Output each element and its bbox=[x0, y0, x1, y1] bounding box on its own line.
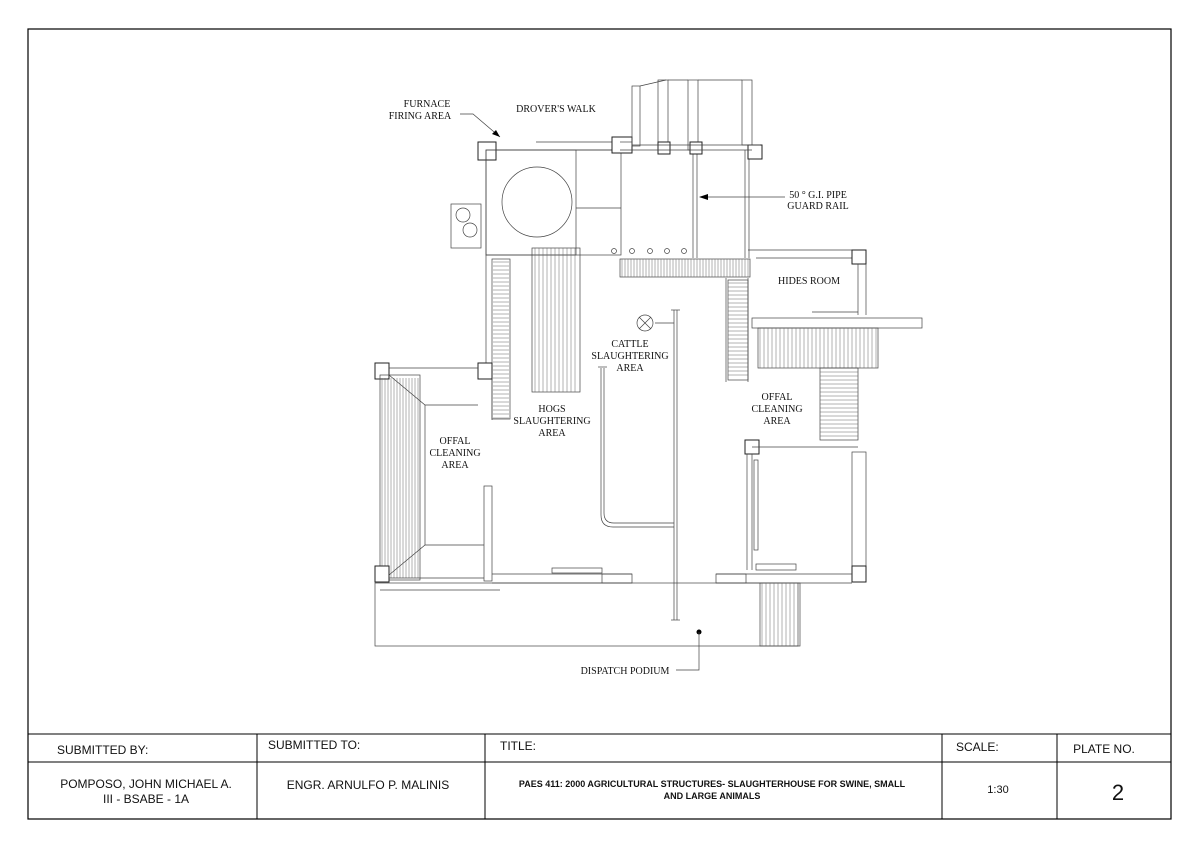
offal-right-label-line3: AREA bbox=[763, 416, 791, 427]
hogs-label-line3: AREA bbox=[538, 428, 566, 439]
submitted-by-label: SUBMITTED BY: bbox=[57, 743, 148, 757]
offal-left-label-line1: OFFAL bbox=[440, 436, 471, 447]
cattle-label-line1: CATTLE bbox=[611, 339, 648, 350]
dispatch-label: DISPATCH PODIUM bbox=[581, 666, 670, 677]
hogs-label-line1: HOGS bbox=[538, 404, 565, 415]
cattle-label-line2: SLAUGHTERING bbox=[591, 351, 668, 362]
title-line1: PAES 411: 2000 AGRICULTURAL STRUCTURES- … bbox=[519, 779, 906, 789]
hog-conveyor bbox=[491, 247, 581, 420]
hook-circles bbox=[611, 248, 687, 254]
scale-label: SCALE: bbox=[956, 740, 999, 754]
hogs-label-line2: SLAUGHTERING bbox=[513, 416, 590, 427]
furnace-block bbox=[450, 136, 633, 256]
submitted-to-label: SUBMITTED TO: bbox=[268, 738, 360, 752]
hides-room-label: HIDES ROOM bbox=[778, 276, 840, 287]
offal-right-label-line1: OFFAL bbox=[762, 392, 793, 403]
title-label: TITLE: bbox=[500, 739, 536, 753]
left-offal-area bbox=[374, 362, 500, 591]
plate-value: 2 bbox=[1112, 780, 1124, 805]
drovers-walk-corridor bbox=[620, 79, 763, 258]
scale-value: 1:30 bbox=[987, 784, 1008, 796]
furnace-label-line1: FURNACE bbox=[404, 99, 451, 110]
offal-left-label-line3: AREA bbox=[441, 460, 469, 471]
dispatch-podium bbox=[374, 582, 801, 647]
right-stair bbox=[727, 279, 749, 381]
submitted-by-section: III - BSABE - 1A bbox=[103, 792, 189, 806]
offal-right-label-line2: CLEANING bbox=[751, 404, 802, 415]
cattle-label-line3: AREA bbox=[616, 363, 644, 374]
submitted-to-name: ENGR. ARNULFO P. MALINIS bbox=[287, 778, 450, 792]
floor-plan: FURNACE FIRING AREA DROVER'S WALK 50 ° G… bbox=[374, 79, 923, 677]
furnace-circle bbox=[501, 166, 573, 238]
hides-room bbox=[744, 311, 923, 583]
pipe-label-line2: GUARD RAIL bbox=[787, 201, 848, 212]
bottom-wall bbox=[374, 567, 852, 671]
drovers-walk-label: DROVER'S WALK bbox=[516, 104, 596, 115]
submitted-by-name: POMPOSO, JOHN MICHAEL A. bbox=[60, 777, 232, 791]
leader-lines bbox=[460, 113, 785, 200]
hatched-beam bbox=[619, 258, 751, 278]
furnace-label-line2: FIRING AREA bbox=[389, 111, 452, 122]
overhead-rail bbox=[598, 309, 680, 621]
plate-label: PLATE NO. bbox=[1073, 742, 1135, 756]
title-block: SUBMITTED BY: POMPOSO, JOHN MICHAEL A. I… bbox=[28, 733, 1171, 819]
offal-left-label-line2: CLEANING bbox=[429, 448, 480, 459]
sheet-border bbox=[27, 28, 1172, 820]
title-line2: AND LARGE ANIMALS bbox=[664, 791, 761, 801]
pipe-label-line1: 50 ° G.I. PIPE bbox=[789, 190, 847, 201]
